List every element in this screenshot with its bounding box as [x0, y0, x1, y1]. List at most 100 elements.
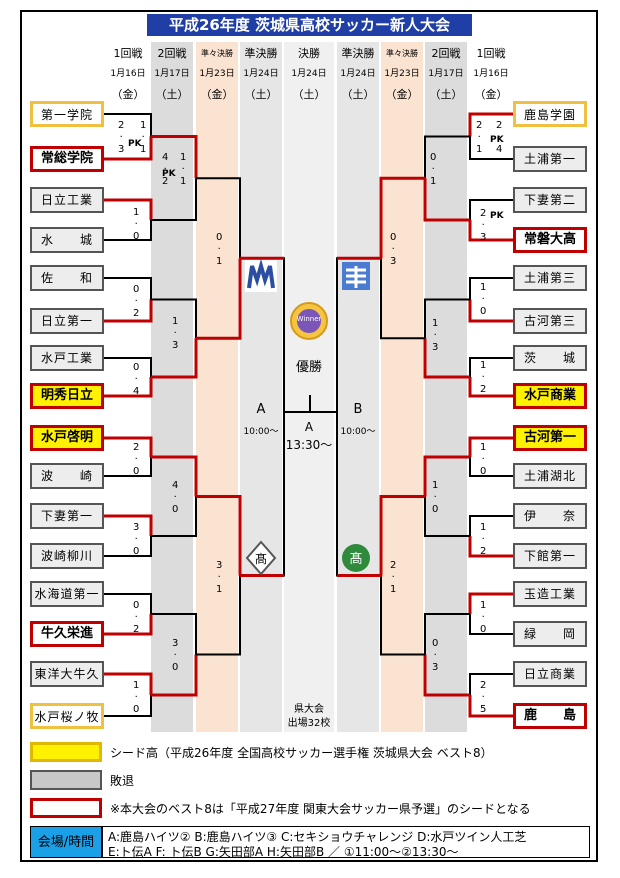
score-l1_g: 0 · 2 [133, 600, 140, 635]
score-l2_d: 3 · 0 [172, 638, 179, 673]
winner-text: Winner [296, 315, 322, 323]
score-r1_d: 1 · 2 [480, 360, 487, 395]
col-l-sf [240, 42, 282, 732]
right-col-2-date: 1月17日 [428, 69, 464, 79]
right-team-10: 伊 奈 [513, 503, 587, 529]
right-col-0-round: 準決勝 [341, 47, 375, 60]
col-r-r2 [425, 42, 467, 732]
left-team-9: 波 崎 [30, 463, 104, 489]
score-l2_pk: PK [162, 169, 176, 179]
score-l1_b: 1 · 0 [133, 207, 140, 242]
score-qf_r2: 2 · 1 [390, 560, 397, 595]
score-r1_h: 2 · 5 [480, 680, 487, 715]
right-team-2: 下妻第二 [513, 187, 587, 213]
legend-seed-swatch [30, 742, 102, 762]
left-col-0-round: 1回戦 [113, 47, 143, 60]
right-team-11: 下館第一 [513, 543, 587, 569]
right-col-0-date: 1月24日 [340, 69, 376, 79]
champion-label: 優勝 [295, 360, 322, 375]
score-l1_a2: 1 · 1 [140, 120, 147, 155]
legend-lost-text: 敗退 [110, 774, 135, 788]
left-team-10: 下妻第一 [30, 503, 104, 529]
right-col-0-day: （土） [341, 88, 375, 101]
score-l1_f: 3 · 0 [133, 522, 140, 557]
koga-daiichi-emblem: 髙 [338, 540, 374, 576]
right-col-1-day: （金） [385, 88, 419, 101]
right-team-6: 茨 城 [513, 345, 587, 371]
score-l1_c: 0 · 2 [133, 284, 140, 319]
center-col-date: 1月24日 [291, 69, 327, 79]
venue-box [102, 826, 590, 858]
score-r2_c: 1 · 0 [432, 480, 439, 515]
winner-medal-icon: Winner [288, 300, 330, 342]
right-team-15: 鹿 島 [513, 703, 587, 729]
score-r1_a: 2 · 1 [476, 120, 483, 155]
semi-right-time: 10:00～ [340, 427, 376, 437]
right-col-1-date: 1月23日 [384, 69, 420, 79]
legend-seed-text: シード高（平成26年度 全国高校サッカー選手権 茨城県大会 ベスト8） [110, 746, 493, 760]
mito-keimei-emblem: 髙 [243, 540, 279, 576]
score-r1_c: 1 · 0 [480, 282, 487, 317]
score-r2_b: 1 · 3 [432, 318, 439, 353]
left-team-11: 波崎柳川 [30, 543, 104, 569]
col-r-sf [337, 42, 379, 732]
svg-text:髙: 髙 [255, 551, 267, 566]
left-team-6: 水戸工業 [30, 345, 104, 371]
right-team-12: 玉造工業 [513, 581, 587, 607]
right-col-3-date: 1月16日 [473, 69, 509, 79]
venue-line1: A:鹿島ハイツ② B:鹿島ハイツ③ C:セキショウチャレンジ D:水戸ツイン人工… [108, 830, 527, 844]
center-col-round: 決勝 [298, 47, 320, 60]
col-r-qf [381, 42, 423, 732]
left-col-2-round: 準々決勝 [201, 49, 233, 58]
right-col-1-round: 準々決勝 [386, 49, 418, 58]
right-team-9: 土浦湖北 [513, 463, 587, 489]
col-l-r2 [151, 42, 193, 732]
right-team-8: 古河第一 [513, 425, 587, 451]
left-team-2: 日立工業 [30, 187, 104, 213]
right-team-7: 水戸商業 [513, 383, 587, 409]
col-final [284, 42, 334, 732]
right-team-3: 常磐大高 [513, 227, 587, 253]
score-l1_e: 2 · 0 [133, 442, 140, 477]
left-col-3-round: 準決勝 [244, 47, 278, 60]
left-team-7: 明秀日立 [30, 383, 104, 409]
left-team-0: 第一学院 [30, 101, 104, 127]
mito-meisho-emblem [243, 258, 279, 294]
legend-best8-swatch [30, 798, 102, 818]
legend-best8-text: ※本大会のベスト8は「平成27年度 関東大会サッカー県予選」のシードとなる [110, 802, 531, 816]
score-l1_a: 2 · 3 [118, 120, 125, 155]
right-team-1: 土浦第一 [513, 146, 587, 172]
left-col-0-date: 1月16日 [110, 69, 146, 79]
score-r1_b_pk: PK [490, 211, 504, 221]
semi-left-venue: A [256, 402, 266, 417]
left-team-3: 水 城 [30, 227, 104, 253]
score-qf_l1: 0 · 1 [216, 232, 223, 267]
left-team-14: 東洋大牛久 [30, 661, 104, 687]
venue-line2: E:ト伝A F: ト伝B G:矢田部A H:矢田部B ／ ①11:00～②13:… [108, 845, 459, 859]
right-col-3-round: 1回戦 [476, 47, 506, 60]
legend-lost-swatch [30, 770, 102, 790]
left-col-0-day: （金） [111, 88, 145, 101]
final-venue: A [304, 420, 314, 434]
venue-key: 会場/時間 [30, 826, 102, 858]
right-team-13: 緑 岡 [513, 621, 587, 647]
left-col-1-day: （土） [155, 88, 189, 101]
left-team-13: 牛久栄進 [30, 621, 104, 647]
center-col-day: （土） [292, 88, 326, 101]
score-r1_b: 2 · 3 [480, 208, 487, 243]
left-team-5: 日立第一 [30, 308, 104, 334]
score-l1_pk: PK [128, 139, 142, 149]
score-r1_f: 1 · 2 [480, 522, 487, 557]
left-col-2-date: 1月23日 [199, 69, 235, 79]
left-col-3-date: 1月24日 [243, 69, 279, 79]
left-col-3-day: （土） [244, 88, 278, 101]
score-r2_d: 0 · 3 [432, 638, 439, 673]
score-r1_pk: PK [490, 135, 504, 145]
right-team-0: 鹿島学園 [513, 101, 587, 127]
right-col-3-day: （金） [474, 88, 508, 101]
score-qf_r1: 0 · 3 [390, 232, 397, 267]
final-time: 13:30～ [285, 438, 333, 452]
score-l2_a: 4 · 2 [162, 152, 169, 187]
left-col-1-date: 1月17日 [154, 69, 190, 79]
